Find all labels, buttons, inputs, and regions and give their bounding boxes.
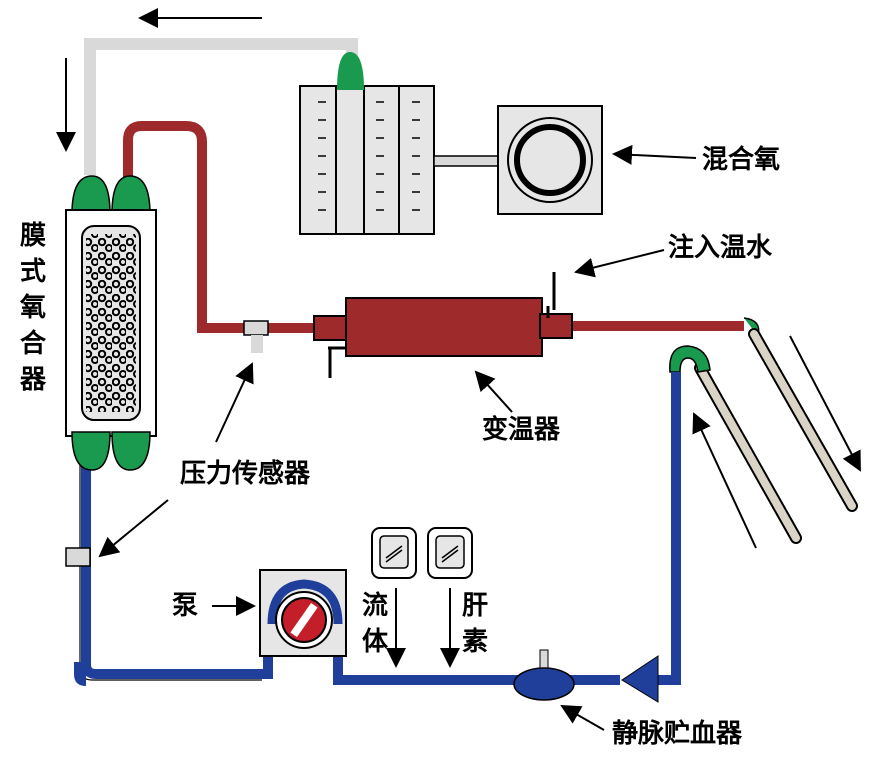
arterial-line <box>123 121 744 333</box>
outflow-direction-arrow <box>789 335 861 472</box>
venous-line-outline <box>79 462 262 681</box>
venous-cannula <box>669 345 802 544</box>
heparin-bag <box>427 527 473 579</box>
blender-link <box>433 155 501 167</box>
roller-pump <box>259 569 347 657</box>
membrane-oxygenator <box>65 175 157 471</box>
heparin-label: 肝素 <box>462 591 488 657</box>
oxygenator-label-text: 膜式氧合器 <box>19 221 47 395</box>
venous-flow-arrowhead <box>621 655 659 703</box>
flowmeter-connector <box>337 52 364 90</box>
pressure-sensor-venous <box>65 547 91 567</box>
heat-exchanger-pointer <box>474 370 513 413</box>
pressure-sensor-arterial-stem <box>251 335 263 353</box>
heat-exchanger-label: 变温器 <box>482 414 561 445</box>
mixed-oxygen-pointer <box>612 144 697 165</box>
mixed-oxygen-label: 混合氧 <box>702 144 780 175</box>
pressure-sensor-pointer-lower <box>98 499 169 558</box>
heat-exchanger <box>313 272 573 378</box>
fluid-label: 流体 <box>362 591 389 657</box>
pressure-sensor-pointer-upper <box>215 362 254 443</box>
venous-line-end-cap <box>74 662 86 686</box>
venous-reservoir <box>513 649 575 701</box>
oxygen-blender <box>497 105 603 215</box>
gas-flowmeters <box>299 52 435 235</box>
arterial-cannula <box>743 317 858 512</box>
pump-label: 泵 <box>172 591 198 621</box>
inject-warm-water-label: 注入温水 <box>668 232 773 263</box>
venous-reservoir-label: 静脉贮血器 <box>612 718 743 749</box>
inflow-direction-arrow <box>692 412 757 549</box>
pressure-sensor-arterial <box>243 320 269 336</box>
fluid-bag <box>371 527 417 579</box>
warm-water-pointer <box>574 249 665 278</box>
pressure-sensor-label: 压力传感器 <box>180 459 311 489</box>
reservoir-pointer <box>560 705 605 731</box>
